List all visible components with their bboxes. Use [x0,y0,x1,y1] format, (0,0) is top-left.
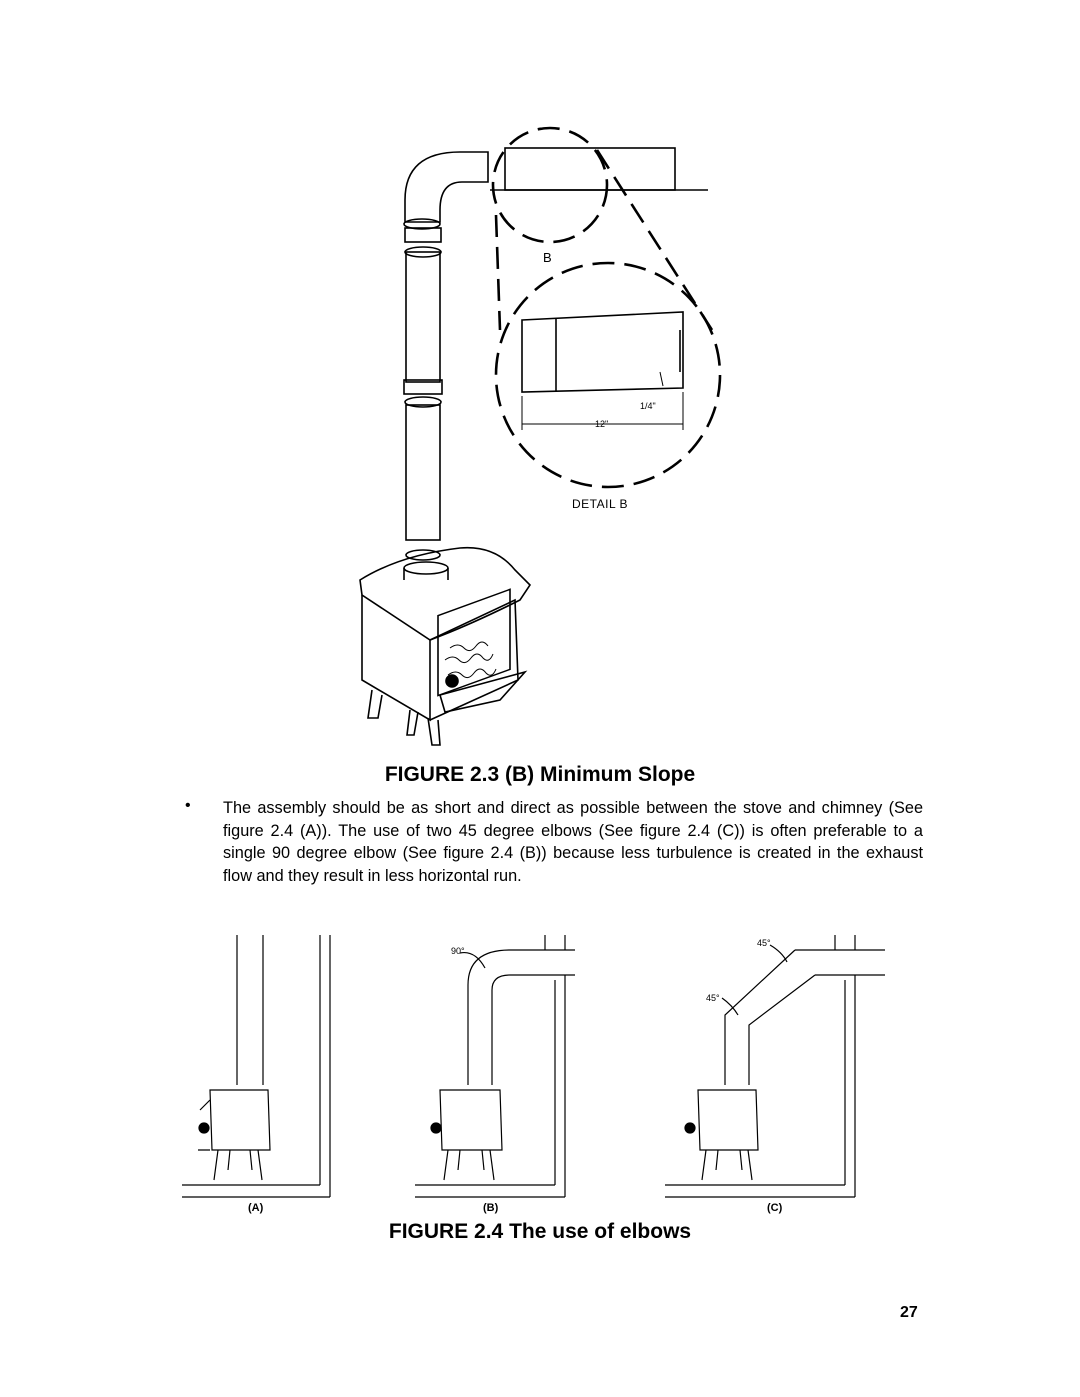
upper-pipe [405,251,441,383]
panel-c-drawing [665,935,885,1198]
detail-b-label: DETAIL B [572,497,629,511]
stove-body [361,595,431,722]
figure-2-3-caption: FIGURE 2.3 (B) Minimum Slope [384,763,696,786]
panel-c-angle-label-bottom: 45° [706,993,720,1003]
detail-large-circle [494,261,722,489]
panel-a-drawing [182,935,331,1198]
stove-knob [445,674,459,688]
detail-marker-label: B [543,250,552,265]
stove-door [437,588,511,697]
panel-b-angle-label: 90° [451,946,465,956]
detail-pipe [521,311,684,393]
panel-a-label: (A) [248,1202,264,1214]
figure-2-3-drawing [359,126,722,746]
figure-2-4-drawing [182,935,885,1198]
paragraph-text: The assembly should be as short and dire… [223,799,923,885]
stove-ashlip [439,670,528,713]
bullet-icon: • [185,797,191,814]
detail-small-circle [491,126,609,244]
page-number: 27 [900,1304,918,1321]
pipe-elbow [404,151,489,223]
panel-c-angle-label-top: 45° [757,938,771,948]
length-dimension-label: 12" [595,419,609,429]
horizontal-pipe [504,147,676,191]
stove-leg [427,717,441,746]
figure-2-4-caption: FIGURE 2.4 The use of elbows [388,1220,692,1243]
panel-b-drawing [415,935,575,1198]
panel-c-label: (C) [767,1202,783,1214]
lower-pipe [405,404,441,541]
stove-top [359,546,532,641]
stove-leg [406,709,419,736]
stove-leg [367,689,383,719]
panel-b-label: (B) [483,1202,499,1214]
slope-dimension-label: 1/4" [640,401,656,411]
